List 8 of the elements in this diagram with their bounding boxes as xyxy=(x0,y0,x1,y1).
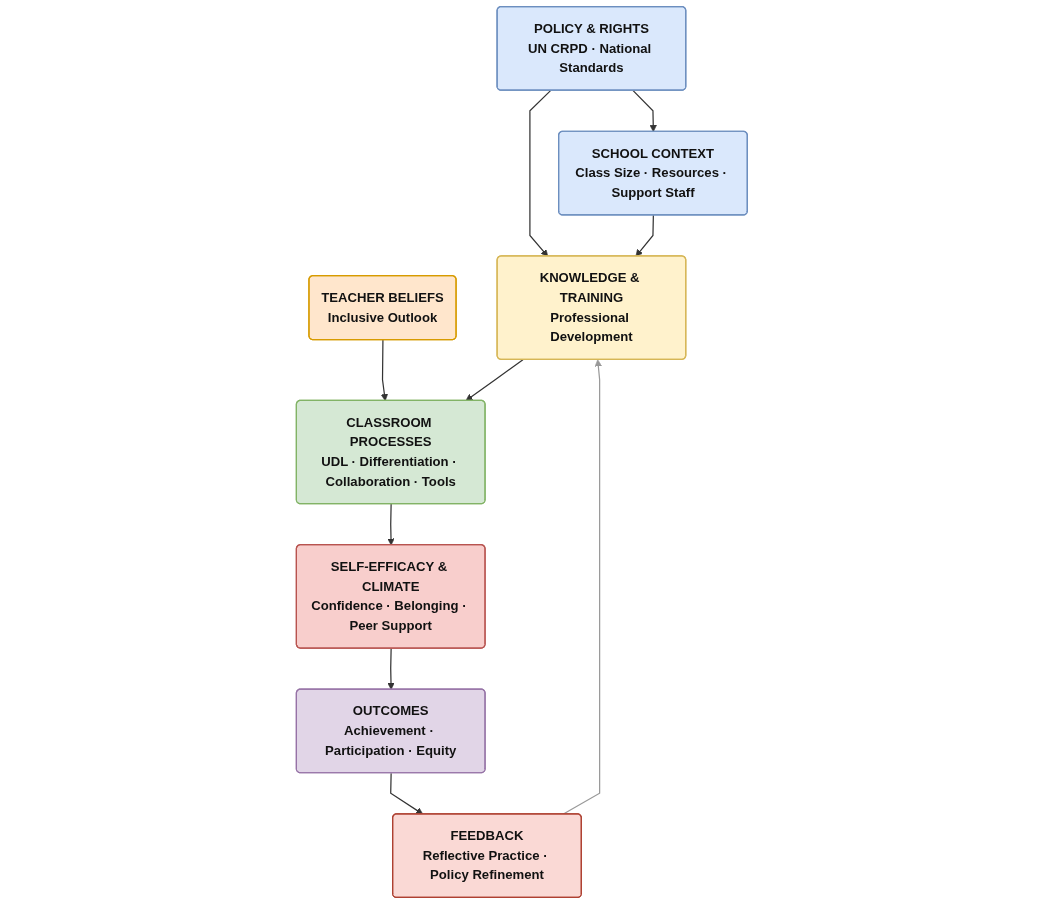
arrow xyxy=(465,359,524,402)
arrow xyxy=(387,503,395,546)
arrow xyxy=(381,339,389,402)
arrow xyxy=(529,90,552,257)
arrow xyxy=(632,90,657,132)
arrow xyxy=(387,647,395,690)
arrow xyxy=(635,214,655,257)
arrow xyxy=(390,772,424,815)
